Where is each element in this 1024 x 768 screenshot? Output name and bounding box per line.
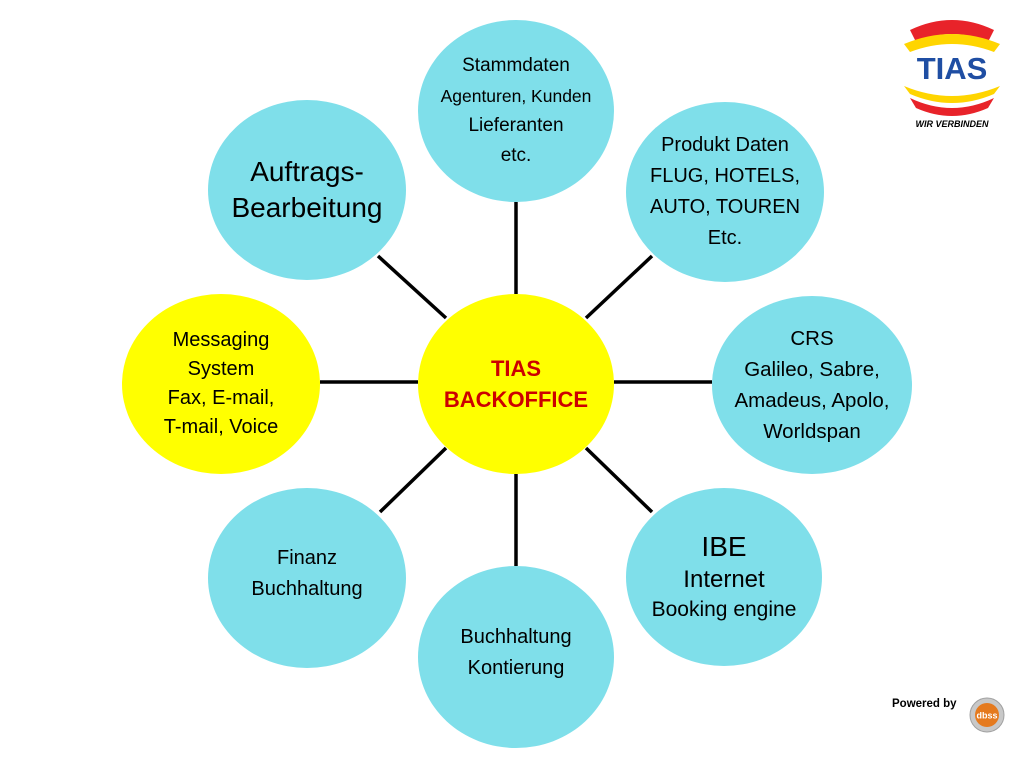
node-produkt-daten: Produkt Daten FLUG, HOTELS, AUTO, TOUREN… [626,102,824,282]
powered-by-footer: Powered by dbss [888,694,1012,740]
logo-wordmark: TIAS [917,51,988,86]
connector-top-right [584,254,654,320]
node-line: FLUG, HOTELS, [649,165,801,187]
node-line: T-mail, Voice [163,416,279,438]
logo-yellow-arc-bottom [904,86,1000,103]
node-line: Internet [683,565,765,593]
node-auftragsbearbeitung: Auftrags- Bearbeitung [208,100,406,280]
tias-logo-graphic: TIAS WIR VERBINDEN [904,20,1000,129]
node-crs: CRS Galileo, Sabre, Amadeus, Apolo, Worl… [712,296,912,474]
node-stammdaten: Stammdaten Agenturen, Kunden Lieferanten… [418,20,614,202]
node-line: System [187,358,255,380]
tias-logo: TIAS WIR VERBINDEN [896,14,1008,132]
node-line: Worldspan [763,420,861,443]
node-line: Finanz [276,547,338,569]
logo-red-arc-bottom [910,98,994,116]
connector-top-left [376,254,448,320]
dbss-logo-graphic: dbss [969,697,1005,733]
center-line: BACKOFFICE [443,387,589,412]
node-line: Agenturen, Kunden [440,86,592,106]
node-line: Buchhaltung [460,626,572,648]
node-line: Produkt Daten [661,134,789,156]
node-line: Messaging [172,329,270,351]
node-line: IBE [701,530,747,562]
node-line: Amadeus, Apolo, [734,389,890,412]
dbss-logo-text: dbss [976,711,997,721]
node-buchhaltung-kontierung: Buchhaltung Kontierung [418,566,614,748]
node-line: Buchhaltung [251,578,363,600]
node-line: Galileo, Sabre, [744,358,880,381]
connector-bottom-right [584,446,654,514]
connector-bottom-left [378,446,448,514]
node-line: Fax, E-mail, [167,387,275,409]
node-line: Lieferanten [468,115,564,136]
node-ibe: IBE Internet Booking engine [626,488,822,666]
node-line: AUTO, TOUREN [649,196,801,218]
node-line: CRS [790,327,834,350]
node-line: Booking engine [651,597,797,621]
dbss-logo-icon: dbss [968,696,1006,734]
node-finanz-buchhaltung: Finanz Buchhaltung [208,488,406,668]
node-line: Stammdaten [462,55,570,76]
node-messaging-system: Messaging System Fax, E-mail, T-mail, Vo… [122,294,320,474]
node-line: Etc. [707,227,743,249]
logo-yellow-arc-top [904,34,1000,52]
center-line: TIAS [490,356,542,381]
node-line: Auftrags- [250,156,364,187]
node-tias-backoffice: TIAS BACKOFFICE [418,294,614,474]
logo-tagline: WIR VERBINDEN [915,119,989,129]
node-line: Kontierung [467,657,565,679]
node-line: Bearbeitung [231,192,383,223]
powered-by-label: Powered by [892,698,957,710]
node-line: etc. [500,145,532,166]
